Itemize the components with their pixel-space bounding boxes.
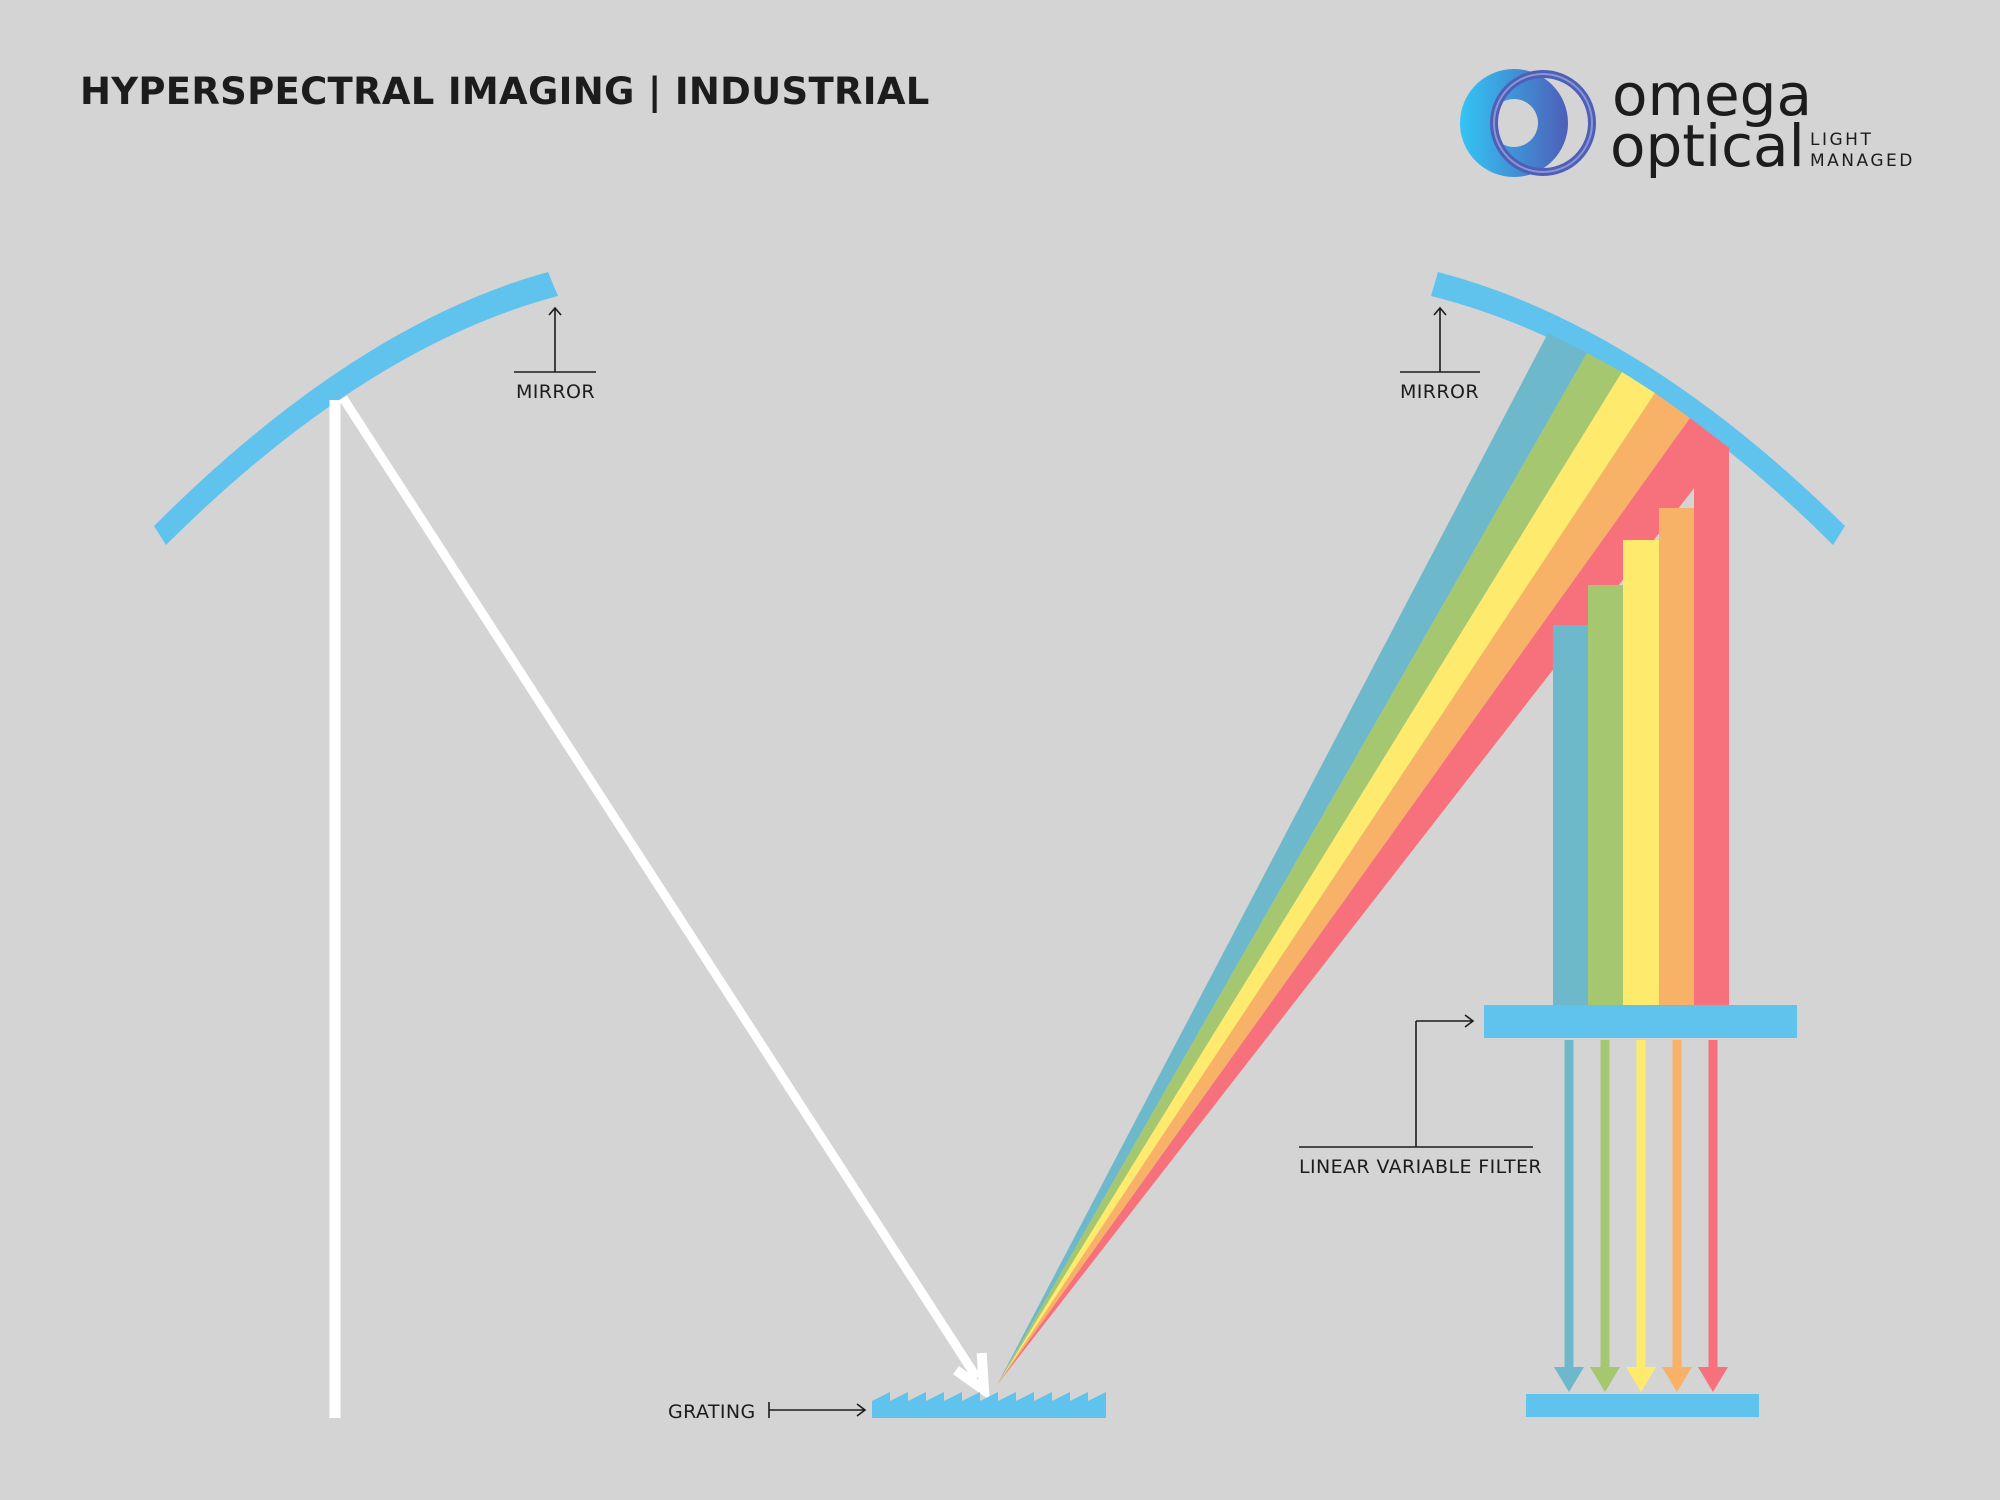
band-arrow-icon bbox=[1626, 1040, 1656, 1392]
right-mirror bbox=[1431, 272, 1845, 545]
linear-variable-filter-label: LINEAR VARIABLE FILTER bbox=[1299, 1156, 1542, 1178]
mirror-label-left: MIRROR bbox=[516, 381, 595, 403]
left-mirror-callout bbox=[514, 306, 596, 373]
page-title: HYPERSPECTRAL IMAGING | INDUSTRIAL bbox=[80, 70, 930, 113]
logo-word-bottom: optical bbox=[1610, 112, 1805, 180]
logo-rings-icon bbox=[1460, 69, 1596, 177]
filtered-band-arrows bbox=[1554, 1040, 1728, 1392]
band-arrow-icon bbox=[1662, 1040, 1692, 1392]
right-mirror-callout bbox=[1400, 306, 1480, 373]
band-arrow-icon bbox=[1554, 1040, 1584, 1392]
collimated-spectrum-columns bbox=[1553, 447, 1729, 1005]
diffraction-grating bbox=[872, 1392, 1106, 1418]
dispersed-spectrum-fan bbox=[997, 333, 1728, 1385]
logo-tagline-line2: MANAGED bbox=[1810, 151, 1915, 171]
linear-variable-filter bbox=[1484, 1005, 1797, 1038]
grating-label: GRATING bbox=[668, 1401, 756, 1423]
filter-callout bbox=[1299, 1014, 1533, 1148]
detector-sensor bbox=[1526, 1394, 1759, 1417]
input-light-beam bbox=[329, 395, 990, 1418]
left-mirror bbox=[154, 272, 558, 545]
mirror-label-right: MIRROR bbox=[1400, 381, 1479, 403]
logo-tagline-line1: LIGHT bbox=[1810, 130, 1873, 150]
omega-optical-logo: omega optical LIGHT MANAGED bbox=[1460, 61, 1915, 180]
grating-callout bbox=[768, 1402, 867, 1418]
band-arrow-icon bbox=[1590, 1040, 1620, 1392]
logo-word-top: omega bbox=[1612, 61, 1812, 129]
band-arrow-icon bbox=[1698, 1040, 1728, 1392]
